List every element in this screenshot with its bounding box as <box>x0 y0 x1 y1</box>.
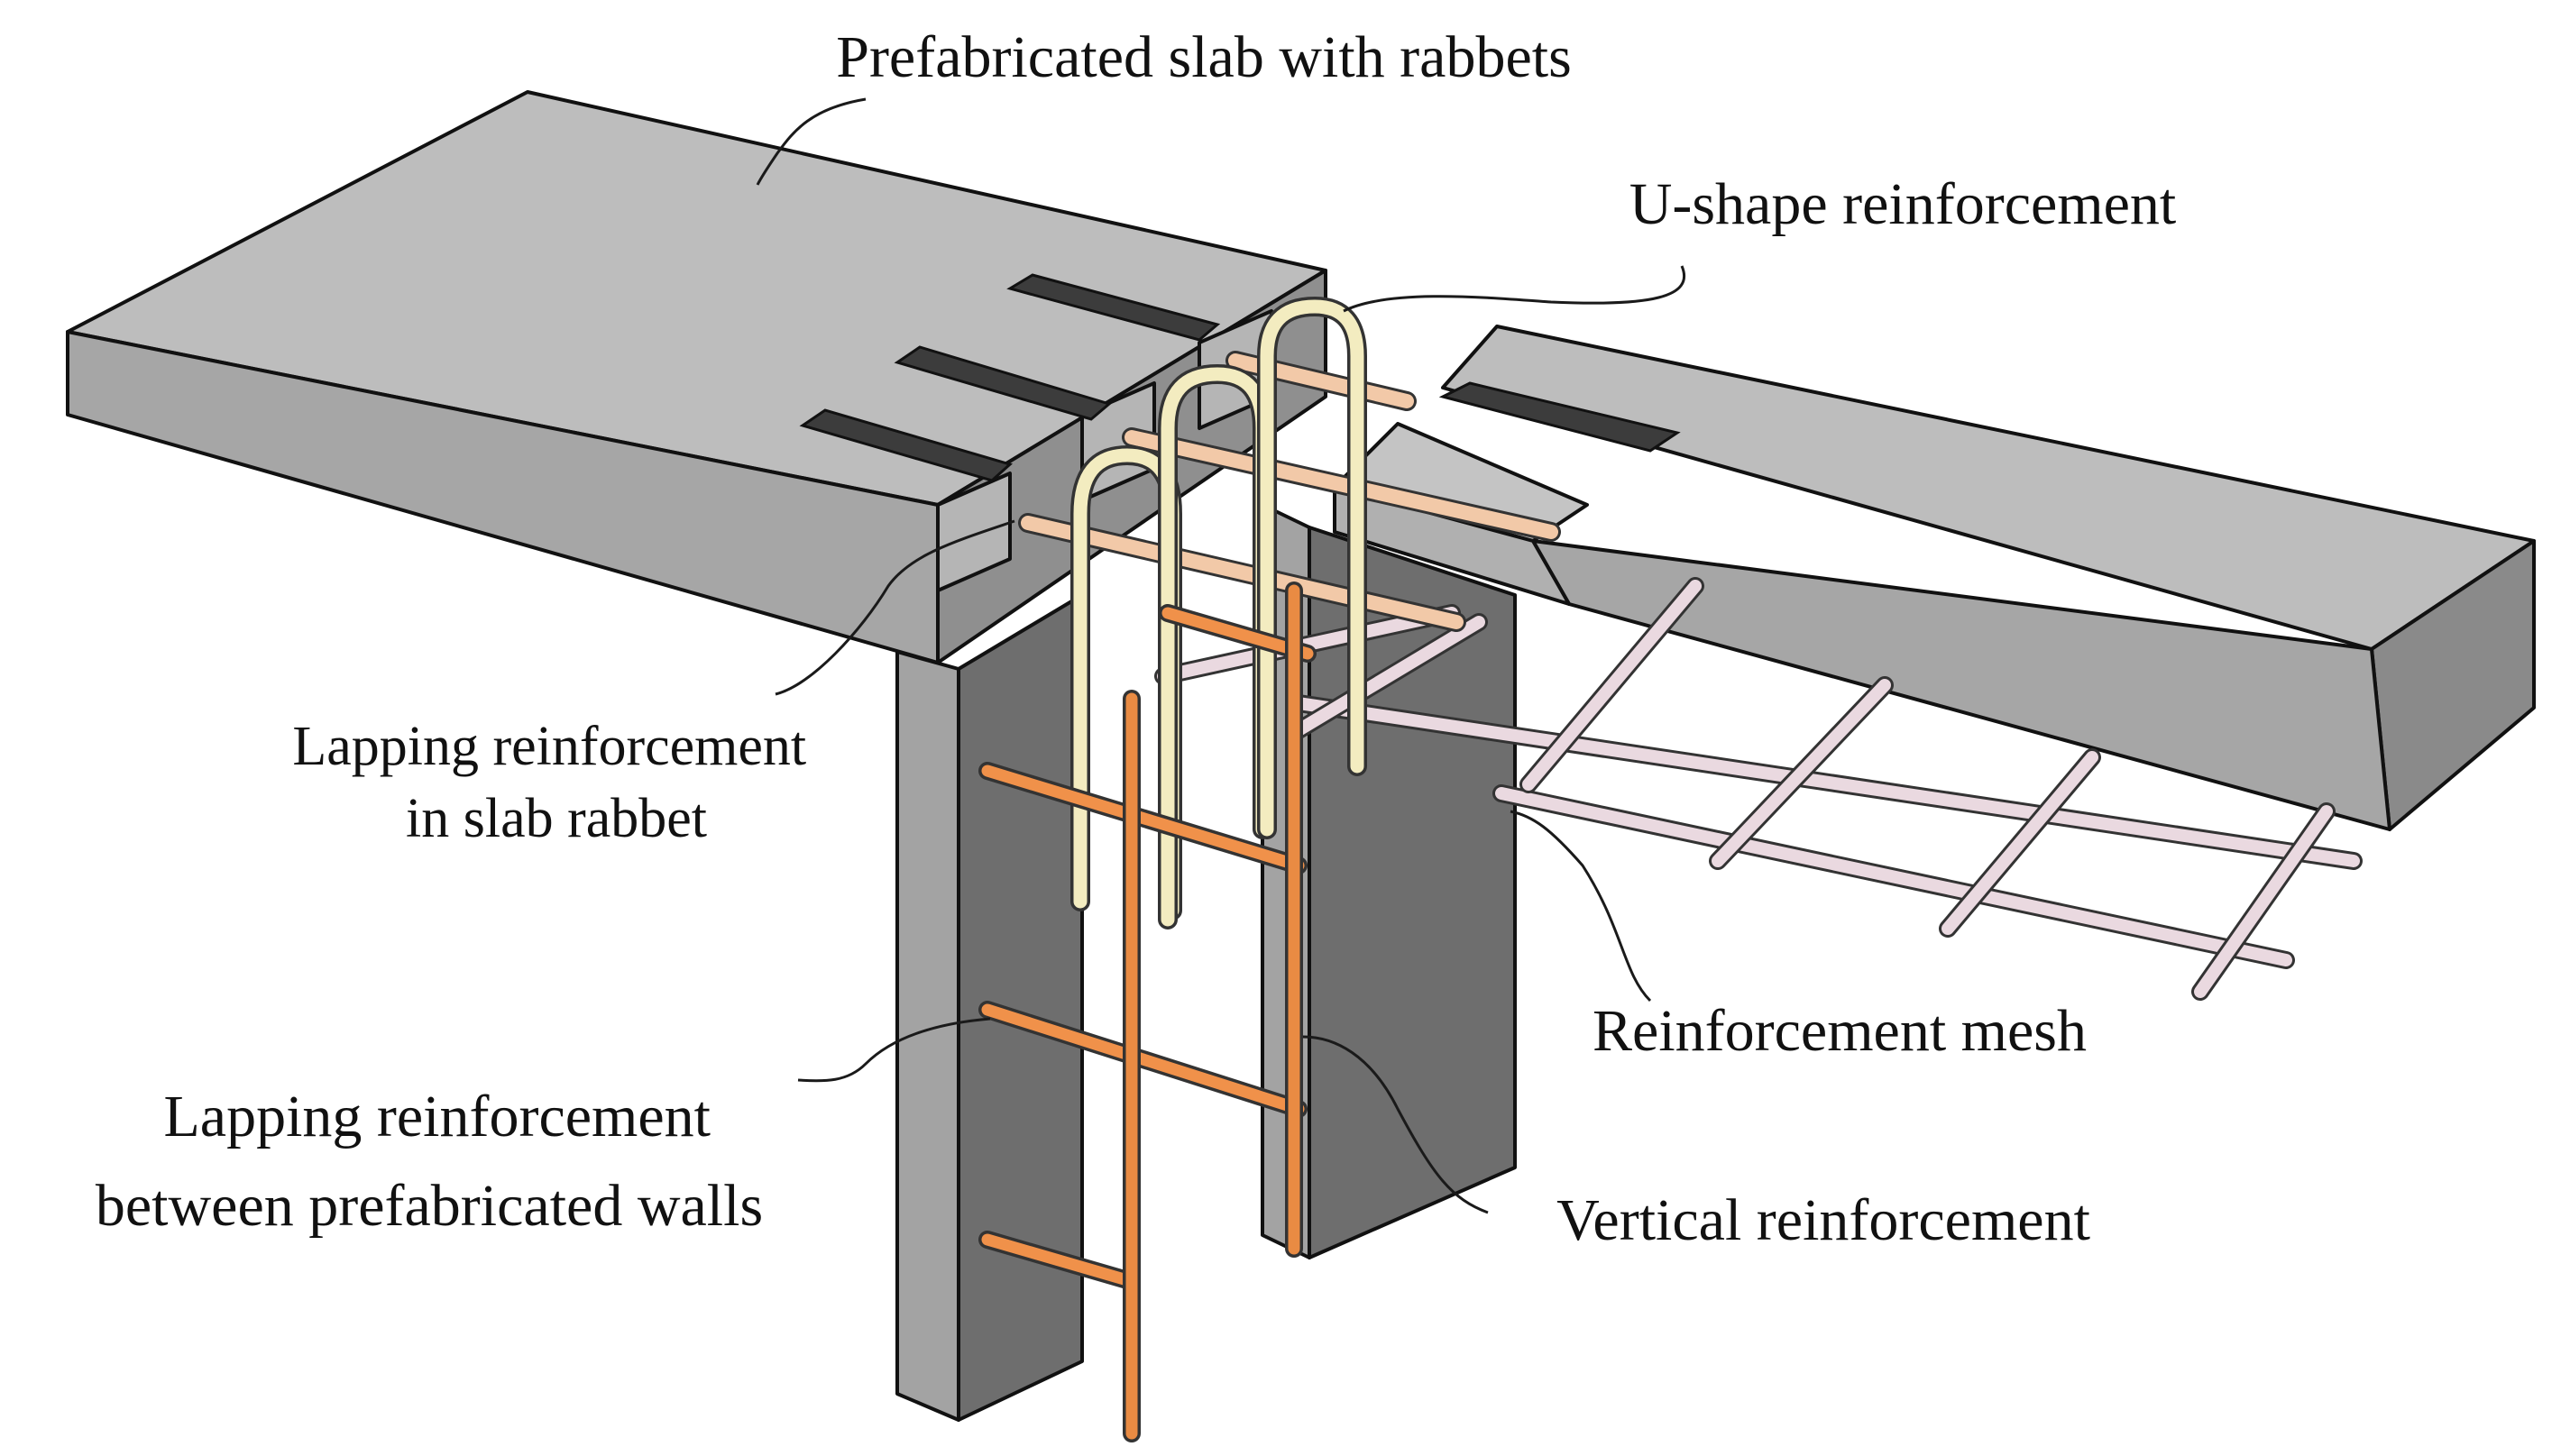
wall-lap-bar-2 <box>981 1003 1305 1115</box>
label-lapping-slab-line-1: Lapping reinforcement <box>292 716 806 777</box>
label-u-shape-reinforcement: U-shape reinforcement <box>1629 171 2177 237</box>
label-lapping-slab-line-2: in slab rabbet <box>406 788 707 849</box>
mesh-longitudinal-bar-1-fill <box>1292 697 2360 867</box>
slab-left-rabbet-slots <box>799 273 1221 482</box>
label-prefabricated-slab: Prefabricated slab with rabbets <box>836 24 1572 90</box>
slab-left-rabbet-step-1 <box>936 472 1012 592</box>
label-lapping-slab-rabbet: Lapping reinforcement in slab rabbet <box>292 716 820 849</box>
wall-lap-bar-3 <box>981 1233 1134 1287</box>
prefabricated-wall-left <box>895 593 1084 1422</box>
label-lapping-walls-line-2: between prefabricated walls <box>96 1173 763 1239</box>
lap-slab-bar-2 <box>1124 430 1558 539</box>
u-shape-reinforcement <box>1070 296 1367 929</box>
label-reinforcement-mesh: Reinforcement mesh <box>1593 998 2087 1064</box>
leader-slab <box>756 97 867 186</box>
leader-lapping-slab <box>775 519 1015 696</box>
vertical-reinforcement <box>1123 581 1303 1442</box>
mesh-transverse-bar-4-fill <box>2194 805 2333 998</box>
u-bar-3 <box>1260 299 1364 837</box>
wall-left-side-face <box>957 593 1084 1422</box>
leader-lapping-walls <box>797 1017 991 1083</box>
label-lapping-walls-line-1: Lapping reinforcement <box>163 1084 711 1149</box>
leader-u-shape <box>1343 265 1686 313</box>
wall-left-front-face <box>895 650 960 1422</box>
mesh-transverse-bar-3-fill <box>1941 751 2098 935</box>
rabbet-slot-3 <box>1006 273 1221 342</box>
mesh-joint-bar-2-fill <box>1292 616 1485 737</box>
label-lapping-walls: Lapping reinforcement between prefabrica… <box>96 1084 763 1239</box>
mesh-transverse-bar-1-fill <box>1522 580 1702 791</box>
lapping-reinforcement-walls <box>978 604 1317 1289</box>
lap-slab-bar-1 <box>1021 516 1464 629</box>
rabbet-slot-2 <box>894 345 1113 421</box>
lapping-reinforcement-slab-rabbet <box>1018 351 1561 632</box>
rabbet-slot-1 <box>799 408 1014 482</box>
prefabricated-slab-right <box>1333 325 2536 831</box>
leader-mesh <box>1510 810 1652 1003</box>
mesh-longitudinal-bar-2-fill <box>1495 787 2292 966</box>
leader-lines <box>756 97 1686 1214</box>
wall-lap-bar-4 <box>1161 607 1314 660</box>
slab-right-rabbet-slot <box>1438 381 1681 453</box>
leader-vertical <box>1302 1035 1489 1214</box>
label-vertical-reinforcement: Vertical reinforcement <box>1556 1187 2090 1253</box>
wall-lap-bar-1 <box>981 765 1305 872</box>
mesh-transverse-bar-2-fill <box>1712 679 1891 867</box>
prefabricated-slab-left <box>66 90 1327 664</box>
